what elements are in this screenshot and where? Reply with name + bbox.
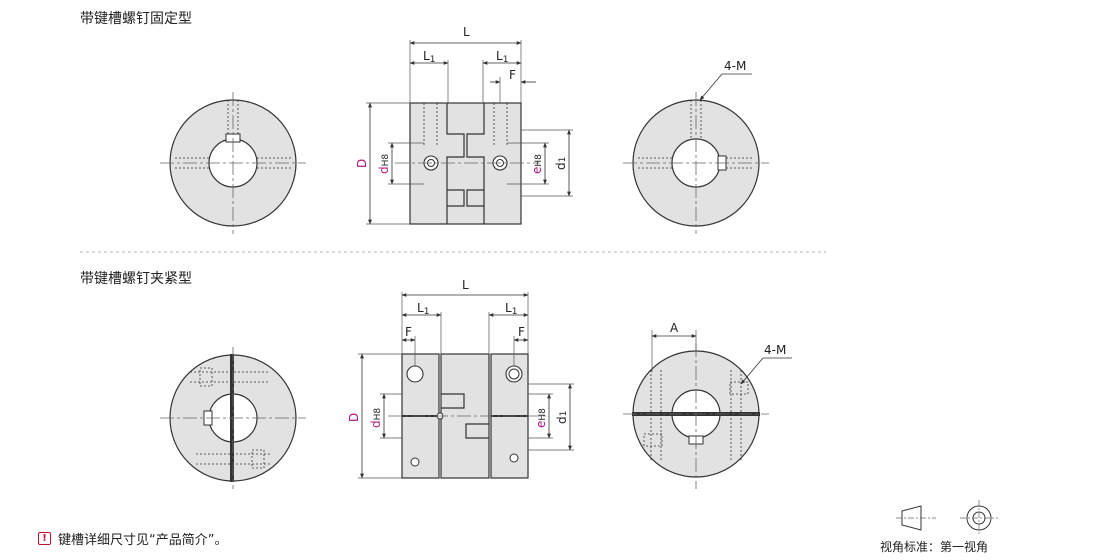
warning-icon: ! (38, 532, 51, 545)
dim-4M-2: 4-M (764, 343, 786, 357)
front-view-clamp-left (160, 347, 306, 489)
dim-D-2: D (347, 413, 361, 422)
dim-d1-2: d1 (555, 411, 569, 424)
dim-dH8-1: dH8 (377, 154, 391, 174)
dim-d1-1: d1 (554, 157, 568, 170)
dim-L-2: L (462, 278, 469, 292)
front-view-clamp-right (623, 330, 792, 489)
dim-L1-right-2: L1 (505, 301, 517, 317)
dim-D-1: D (355, 159, 369, 168)
section-title-screw-clamp: 带键槽螺钉夹紧型 (80, 271, 192, 287)
front-view-fixed-left (160, 92, 306, 234)
side-view-clamp (358, 292, 574, 479)
dim-F-1: F (509, 68, 516, 82)
dim-F-left-2: F (405, 325, 412, 339)
dim-L1-left-1: L1 (423, 49, 435, 65)
dim-eH8-2: eH8 (534, 408, 548, 428)
dim-L1-right-1: L1 (496, 49, 508, 65)
dim-4M-1: 4-M (724, 59, 746, 73)
first-angle-projection-icon (896, 500, 998, 536)
dim-L1-left-2: L1 (417, 301, 429, 317)
footer-note: ! 键槽详细尺寸见“产品简介”。 (38, 529, 227, 548)
dim-L-1: L (463, 25, 470, 39)
dim-eH8-1: eH8 (530, 154, 544, 174)
section-title-screw-fixed: 带键槽螺钉固定型 (80, 11, 192, 27)
projection-label: 视角标准：第一视角 (880, 540, 989, 554)
dim-dH8-2: dH8 (369, 408, 383, 428)
side-view-fixed (366, 40, 573, 225)
dim-F-right-2: F (518, 325, 525, 339)
front-view-fixed-right (623, 73, 769, 234)
footer-note-text: 键槽详细尺寸见“产品简介”。 (58, 533, 228, 548)
dim-A-2: A (670, 321, 679, 335)
